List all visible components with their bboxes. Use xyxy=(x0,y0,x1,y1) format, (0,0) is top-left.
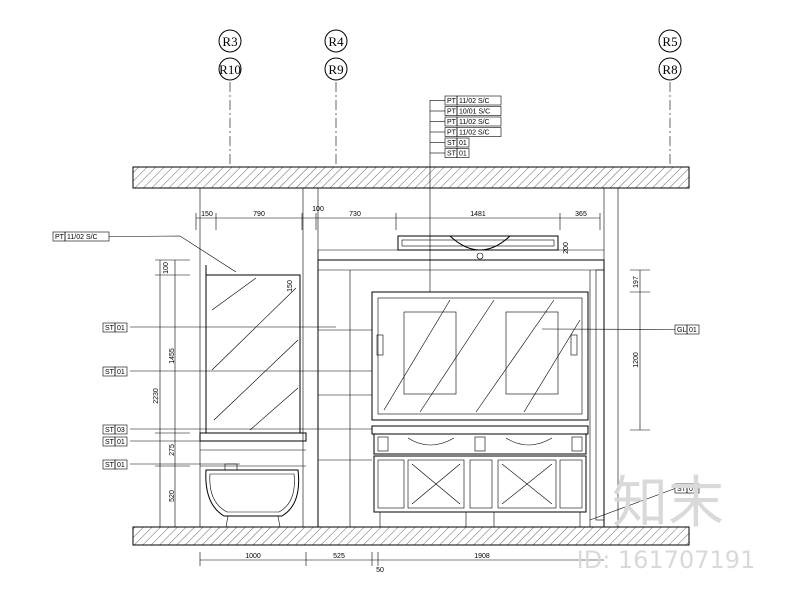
right-dimension-line: 197 1200 200 xyxy=(563,242,650,431)
material-spec: 01 xyxy=(689,486,697,493)
left-dimension-line: 100 1455 2230 275 520 150 xyxy=(153,259,294,528)
bottom-dimension-line: 1000 525 1908 50 xyxy=(199,552,604,574)
material-code: PT xyxy=(55,234,65,241)
watermark-id: ID: 161707191 xyxy=(577,546,756,574)
material-spec: 11/02 S/C xyxy=(459,130,490,137)
wall-lines xyxy=(199,188,619,527)
dimension-label: 1481 xyxy=(470,211,486,218)
material-spec: 11/02 S/C xyxy=(67,234,98,241)
material-spec: 01 xyxy=(117,325,125,332)
grid-bubble-1: R3 R10 xyxy=(218,29,242,81)
material-spec: 10/01 S/C xyxy=(459,109,490,116)
watermark: 知末 ID: 161707191 xyxy=(577,471,756,574)
dimension-label: 100 xyxy=(163,262,170,274)
grid-label-top: R5 xyxy=(662,34,677,49)
dimension-label: 520 xyxy=(169,490,176,502)
mirror xyxy=(371,291,589,421)
grid-bubble-3: R5 R8 xyxy=(658,29,682,81)
material-code: PT xyxy=(447,130,457,137)
material-code: ST xyxy=(105,439,115,446)
grid-label-bottom: R10 xyxy=(219,62,241,77)
dimension-label: 2230 xyxy=(153,388,160,404)
dimension-label: 1908 xyxy=(474,553,490,560)
dimension-label: 150 xyxy=(287,280,294,292)
dimension-label: 790 xyxy=(253,211,265,218)
material-code: ST xyxy=(105,462,115,469)
material-spec: 01 xyxy=(117,439,125,446)
material-spec: 11/02 S/C xyxy=(459,119,490,126)
grid-label-bottom: R8 xyxy=(662,62,677,77)
canopy-light xyxy=(397,235,559,260)
dimension-label: 150 xyxy=(201,211,213,218)
shower-glass xyxy=(199,265,307,467)
dimension-label: 197 xyxy=(633,276,640,288)
material-code: ST xyxy=(105,427,115,434)
grid-label-top: R4 xyxy=(328,34,344,49)
dimension-label: 525 xyxy=(333,553,345,560)
dimension-label: 1000 xyxy=(245,553,261,560)
grid-label-top: R3 xyxy=(222,34,237,49)
dimension-label: 200 xyxy=(563,242,570,254)
material-spec: 01 xyxy=(117,369,125,376)
material-spec: 01 xyxy=(459,151,467,158)
watermark-logo: 知末 xyxy=(612,471,724,536)
ceiling-slab xyxy=(132,166,690,189)
material-code: PT xyxy=(447,119,457,126)
material-code: ST xyxy=(447,140,457,147)
grid-axes xyxy=(229,82,671,167)
material-code: ST xyxy=(105,369,115,376)
dimension-label: 365 xyxy=(575,211,587,218)
material-spec: 01 xyxy=(689,327,697,334)
top-dimension-line: 150 790 100 730 1481 365 xyxy=(195,206,601,230)
material-code: ST xyxy=(447,151,457,158)
bathtub xyxy=(205,463,300,528)
grid-bubble-2: R4 R9 xyxy=(324,29,348,81)
dimension-label: 1200 xyxy=(633,352,640,368)
material-code: PT xyxy=(447,98,457,105)
dimension-label: 275 xyxy=(169,444,176,456)
right-wall-trim xyxy=(595,269,605,521)
dimension-label: 1455 xyxy=(169,348,176,364)
floor-slab xyxy=(132,526,690,546)
vanity-cabinet xyxy=(371,425,589,527)
material-spec: 01 xyxy=(459,140,467,147)
material-code: GL xyxy=(677,327,686,334)
material-code: ST xyxy=(105,325,115,332)
dimension-label: 730 xyxy=(349,211,361,218)
dimension-label: 50 xyxy=(376,567,384,574)
material-spec: 01 xyxy=(117,462,125,469)
grid-label-bottom: R9 xyxy=(328,62,343,77)
material-code: PT xyxy=(447,109,457,116)
material-spec: 11/02 S/C xyxy=(459,98,490,105)
material-spec: 03 xyxy=(117,427,125,434)
material-code: ST xyxy=(677,486,687,493)
